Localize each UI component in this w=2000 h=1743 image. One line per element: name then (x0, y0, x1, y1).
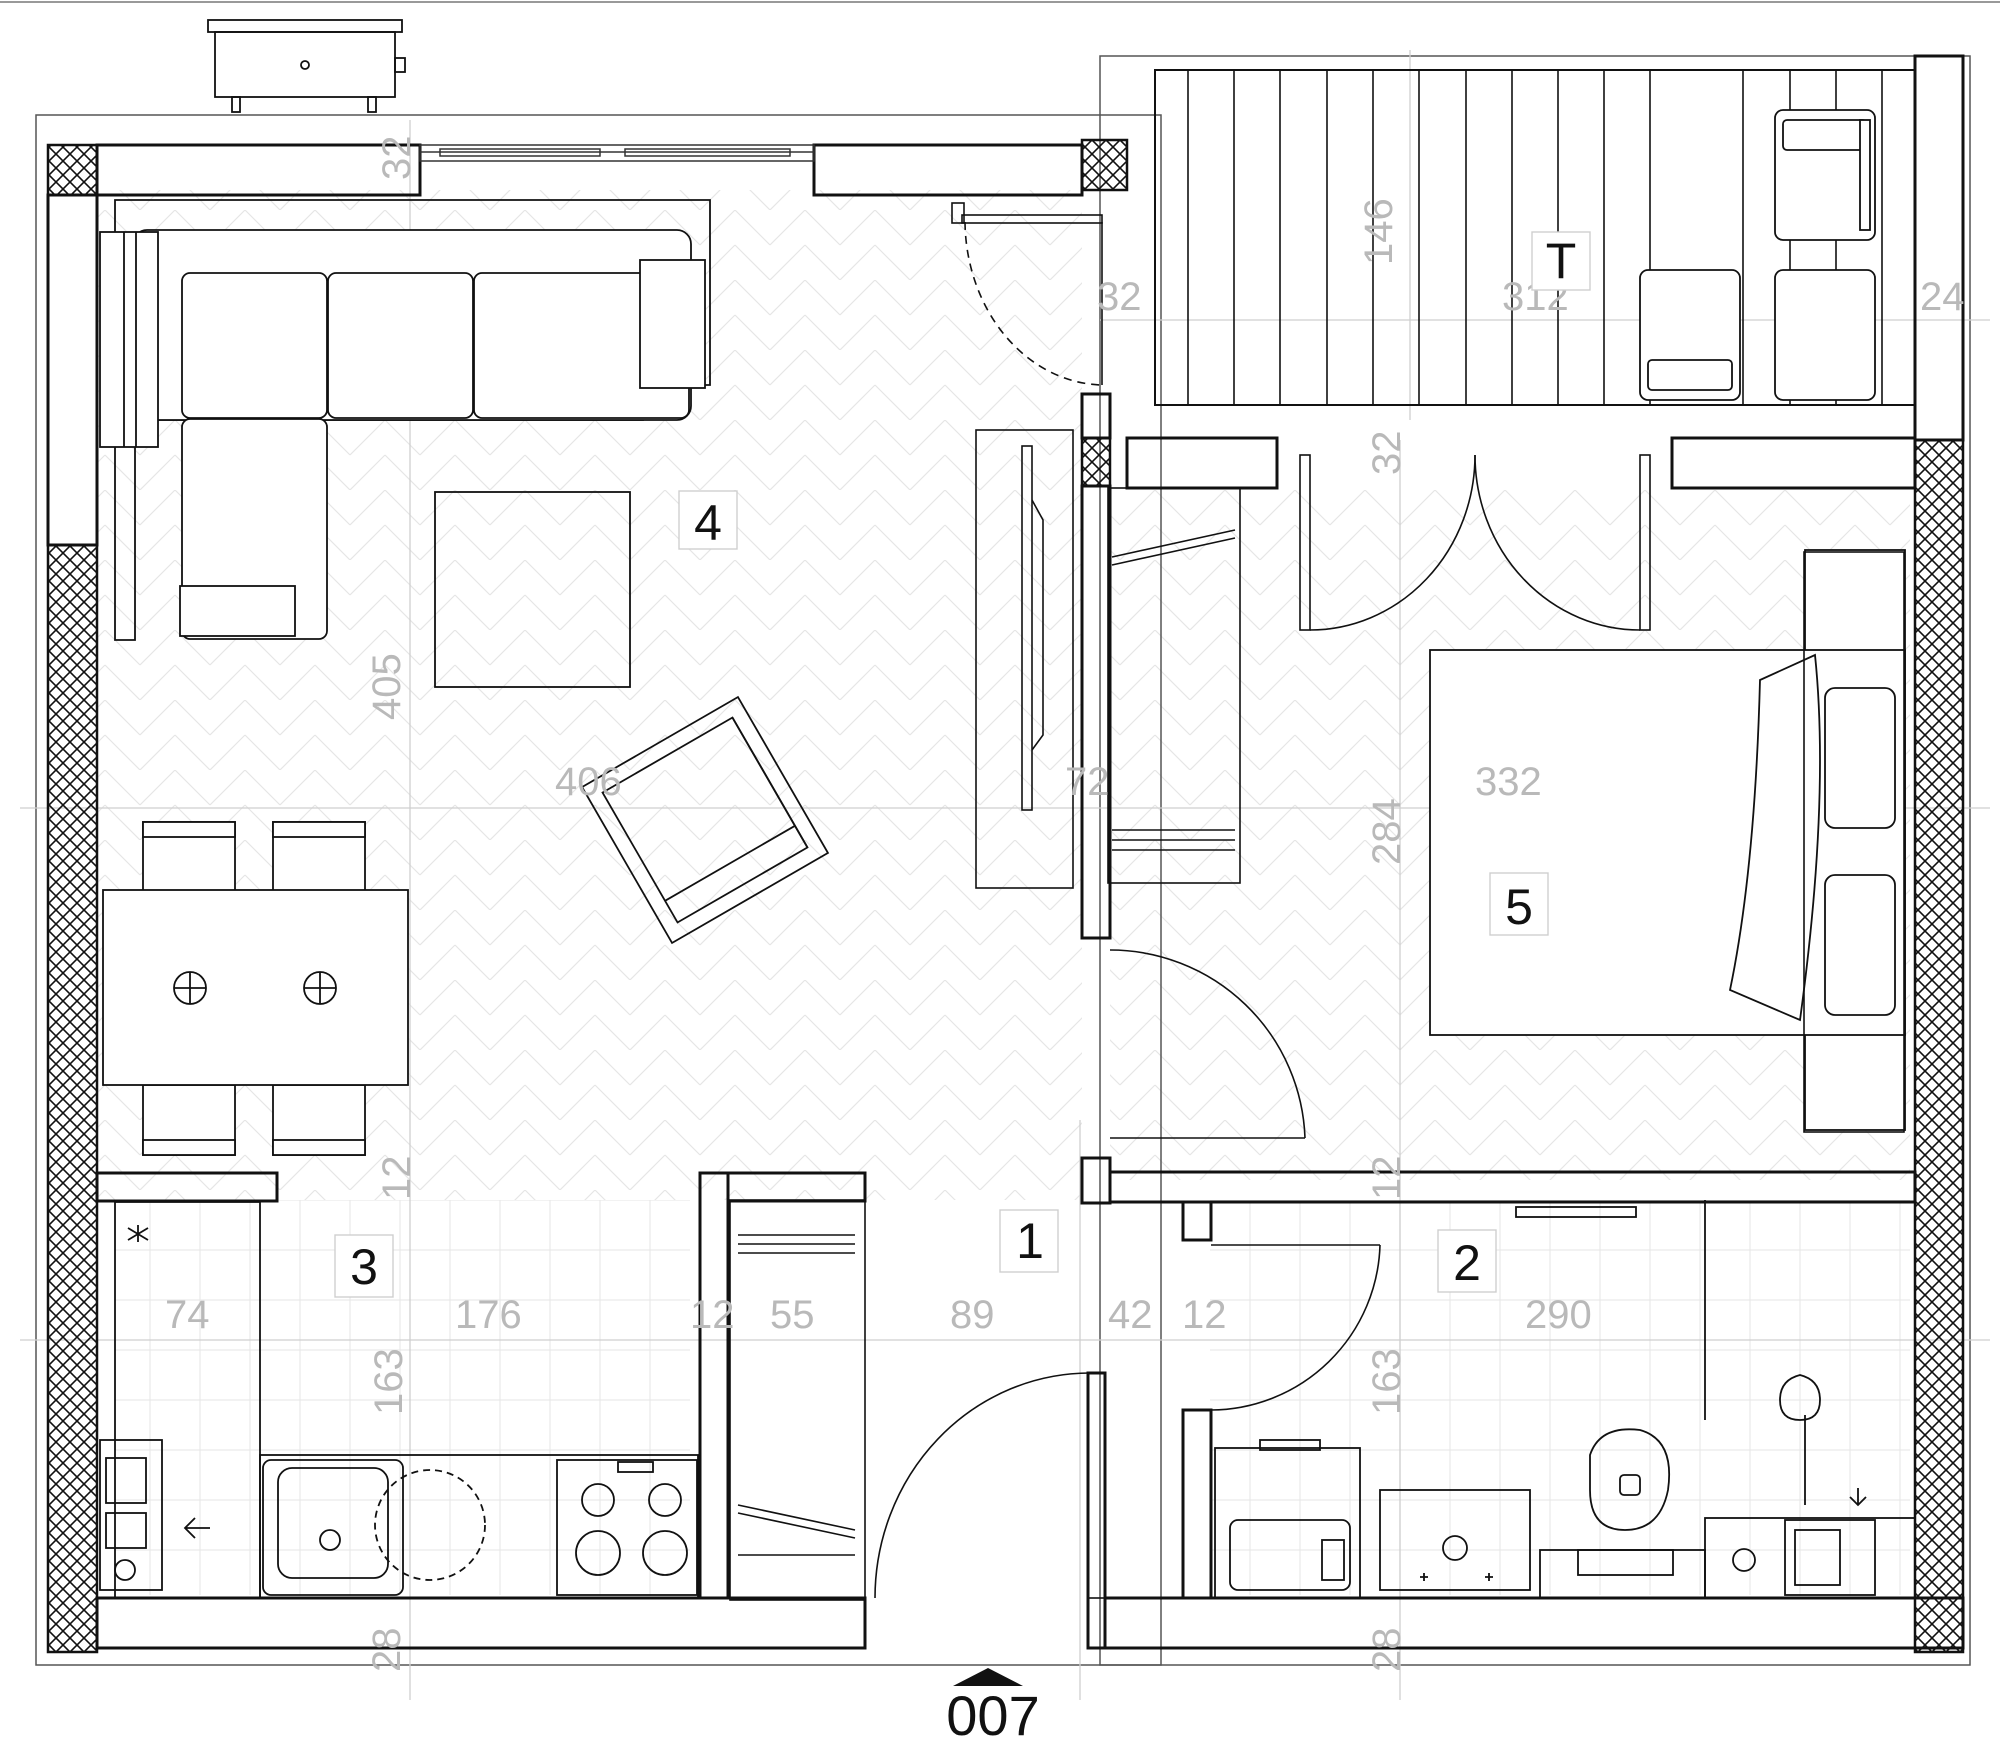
room-label-t: T (1546, 233, 1577, 289)
ac-unit (207, 19, 406, 113)
room-label-2: 2 (1453, 1235, 1481, 1291)
room-label-boxes (334, 231, 1591, 1298)
dimension-labels: 32 146 32 312 24 32 405 406 72 284 332 1… (165, 136, 1965, 1673)
dim-146: 146 (1357, 198, 1401, 265)
room-label-5: 5 (1505, 879, 1533, 935)
dim-176: 176 (455, 1293, 522, 1337)
apartment-code: 007 (946, 1684, 1039, 1743)
dim-55: 55 (770, 1293, 815, 1337)
room-label-3: 3 (350, 1239, 378, 1295)
room-label-1: 1 (1016, 1213, 1044, 1269)
dim-28-left: 28 (365, 1628, 409, 1673)
door-kitchen (874, 1372, 1106, 1599)
dim-405: 405 (365, 653, 409, 720)
dim-406: 406 (555, 760, 622, 804)
dim-89: 89 (950, 1293, 995, 1337)
exterior-walls (46, 138, 1965, 1654)
dim-290: 290 (1525, 1293, 1592, 1337)
bedroom-wardrobe (1803, 551, 1905, 1133)
tv-unit (975, 429, 1074, 889)
entrance-marker (953, 1668, 1023, 1686)
terrace-door (951, 202, 1103, 386)
dim-32-top: 32 (375, 136, 419, 181)
coffee-table (434, 491, 631, 688)
dim-12-left: 12 (375, 1156, 419, 1201)
dim-12a: 12 (690, 1293, 735, 1337)
dim-163-right: 163 (1365, 1348, 1409, 1415)
window-living (419, 144, 815, 162)
bathroom-fixtures (1214, 1200, 1916, 1599)
dim-74: 74 (165, 1293, 210, 1337)
bathroom-door (1210, 1244, 1381, 1411)
room-label-4: 4 (694, 495, 722, 551)
dim-163-left: 163 (367, 1348, 411, 1415)
wardrobe-hall (1107, 487, 1241, 884)
dim-332: 332 (1475, 760, 1542, 804)
entry-closet (729, 1199, 866, 1601)
armchair (580, 695, 830, 945)
dim-42: 42 (1108, 1293, 1153, 1337)
bathroom-floor (1210, 1200, 1910, 1595)
room-labels: 1 2 3 4 5 T (350, 233, 1576, 1295)
dim-28-right: 28 (1365, 1628, 1409, 1673)
kitchen-counter (99, 1201, 699, 1599)
bedroom-terrace-door (1299, 454, 1651, 631)
dining-set (102, 821, 409, 1156)
door-living-bedroom (1109, 949, 1306, 1139)
double-bed (1429, 549, 1906, 1131)
dim-284: 284 (1365, 798, 1409, 865)
dim-12-right: 12 (1365, 1156, 1409, 1201)
outer-contour (35, 55, 1971, 1666)
dim-32-bed: 32 (1365, 431, 1409, 476)
dim-12b: 12 (1182, 1293, 1227, 1337)
terrace (1154, 69, 1916, 406)
dim-32-terrace: 32 (1097, 275, 1142, 319)
dim-72: 72 (1065, 760, 1110, 804)
sofa (99, 199, 711, 641)
dim-24: 24 (1920, 275, 1965, 319)
terrace-chairs (1639, 109, 1876, 401)
